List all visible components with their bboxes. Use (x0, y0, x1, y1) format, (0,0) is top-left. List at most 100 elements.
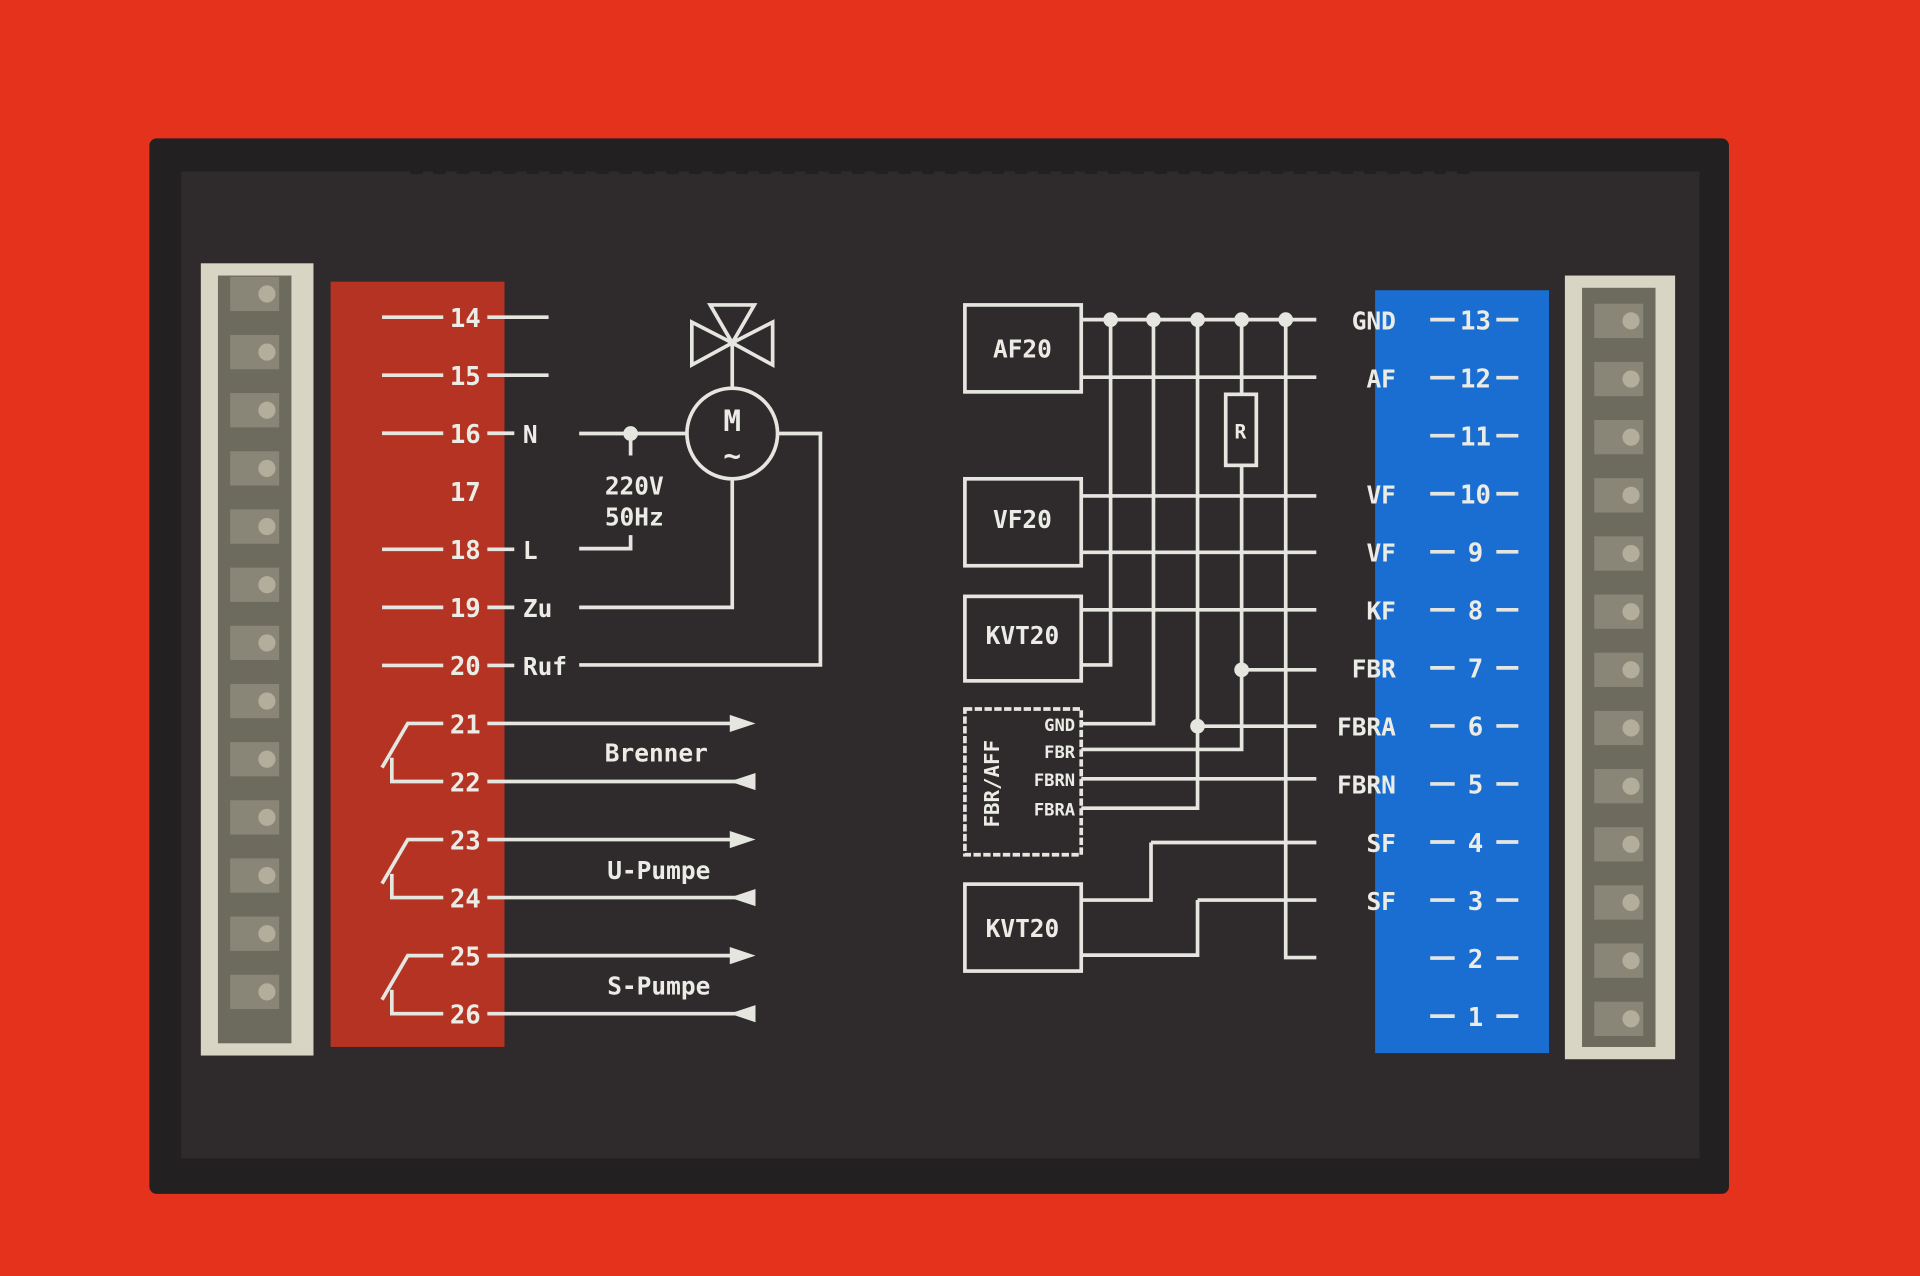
terminal-number: 1 (1468, 1003, 1483, 1033)
screw-head-icon (1622, 835, 1640, 853)
storage-pump-label: S-Pumpe (607, 971, 710, 1000)
right-label-blue (1375, 290, 1549, 1054)
terminal-number: 23 (450, 826, 481, 856)
right-terminal-row: 8 KF (1366, 597, 1519, 627)
terminal-number: 5 (1468, 771, 1483, 801)
right-terminal-row: 1 (1430, 1003, 1519, 1033)
right-terminal-row: 6 FBRA (1337, 713, 1519, 743)
screw-head-icon (1622, 777, 1640, 795)
terminal-number: 12 (1460, 364, 1491, 394)
screw-head-icon (1622, 486, 1640, 504)
pin-fbrn: FBRN (1034, 771, 1075, 791)
left-terminal-row: 26 (450, 1000, 481, 1030)
relay-outputs (380, 714, 756, 1023)
circulation-pump-label: U-Pumpe (607, 856, 710, 885)
terminal-number: 16 (450, 420, 481, 450)
terminal-number: 15 (450, 362, 481, 392)
screw-head-icon (258, 983, 276, 1001)
screw-head-icon (258, 518, 276, 536)
left-terminal-row: 15 (382, 362, 549, 392)
right-terminal-row: 11 (1430, 423, 1519, 453)
terminal-number: 9 (1468, 539, 1483, 569)
screw-head-icon (258, 808, 276, 826)
terminal-number: 24 (450, 884, 481, 914)
terminal-number: 22 (450, 768, 481, 798)
screw-head-icon (258, 925, 276, 943)
screw-head-icon (1622, 893, 1640, 912)
left-terminal-row: 21 (450, 710, 481, 740)
terminal-number: 6 (1468, 713, 1483, 743)
pin-gnd: GND (1044, 716, 1075, 736)
right-terminal-row: 2 (1430, 945, 1519, 975)
right-terminal-list: 13GND12AF1110VF9VF8KF7FBR6FBRA5FBRN4SF3S… (1337, 306, 1519, 1033)
right-terminal-row: 13 GND (1352, 306, 1519, 336)
terminal-signal: VF (1366, 539, 1395, 568)
remote-control-label: FBR/AFF (980, 740, 1004, 828)
screw-head-icon (258, 750, 276, 768)
terminal-number: 10 (1460, 481, 1491, 511)
screw-head-icon (258, 634, 276, 652)
voltage-label: 220V (605, 472, 664, 501)
screw-head-icon (1622, 1010, 1640, 1028)
screw-head-icon (1622, 544, 1640, 563)
screw-head-icon (1622, 370, 1640, 388)
remote-control-box (963, 707, 1084, 857)
arrow-left-icon (729, 1005, 756, 1023)
terminal-number: 2 (1468, 945, 1483, 975)
left-terminal-row: 24 (450, 884, 481, 914)
terminal-number: 3 (1468, 887, 1483, 917)
terminal-signal: FBRA (1337, 713, 1396, 742)
screw-head-icon (258, 576, 276, 594)
left-terminal-row: 25 (450, 942, 481, 972)
terminal-signal: Zu (523, 594, 552, 623)
kvt20-label: KVT20 (986, 621, 1060, 650)
mixing-valve-motor: M ~ 220V 50Hz (579, 303, 823, 667)
terminal-number: 13 (1460, 306, 1491, 336)
right-terminal-row: 5 FBRN (1337, 771, 1519, 801)
terminal-number: 21 (450, 710, 481, 740)
screw-head-icon (1622, 603, 1640, 621)
vf20-label: VF20 (993, 505, 1052, 534)
terminal-number: 14 (450, 304, 481, 334)
arrow-right-icon (729, 947, 756, 965)
terminal-number: 18 (450, 536, 481, 566)
terminal-number: 4 (1468, 829, 1483, 859)
kvt20-box-2 (963, 882, 1084, 973)
right-terminal-block (1564, 275, 1676, 1060)
arrow-right-icon (729, 714, 756, 733)
screw-head-icon (258, 459, 276, 477)
burner-label: Brenner (605, 739, 708, 768)
terminal-signal: KF (1366, 597, 1395, 626)
af20-box (963, 303, 1084, 394)
terminal-signal: L (523, 536, 538, 565)
pin-fbr: FBR (1044, 743, 1076, 763)
terminal-number: 8 (1468, 597, 1483, 627)
terminal-number: 25 (450, 942, 481, 972)
terminal-number: 26 (450, 1000, 481, 1030)
right-terminal-row: 3 SF (1366, 887, 1519, 917)
terminal-signal: FBRN (1337, 771, 1396, 800)
terminal-number: 11 (1460, 423, 1491, 453)
terminal-signal: GND (1352, 306, 1396, 335)
left-terminal-row: 18 L (382, 536, 538, 566)
resistor-label: R (1235, 420, 1247, 443)
arrow-left-icon (729, 772, 756, 791)
terminal-signal: SF (1366, 829, 1395, 858)
terminal-signal: Ruf (523, 652, 567, 681)
terminal-number: 19 (450, 594, 481, 624)
screw-head-icon (258, 692, 276, 710)
screw-head-icon (258, 285, 276, 303)
screw-head-icon (1622, 719, 1640, 737)
right-terminal-row: 4 SF (1366, 829, 1519, 859)
left-terminal-block (200, 263, 314, 1056)
screw-head-icon (1622, 952, 1640, 970)
ac-symbol: ~ (723, 438, 741, 472)
left-terminal-row: 23 (450, 826, 481, 856)
kvt20-label-2: KVT20 (986, 914, 1060, 943)
terminal-signal: SF (1366, 887, 1395, 916)
left-terminal-row: 22 (450, 768, 481, 798)
